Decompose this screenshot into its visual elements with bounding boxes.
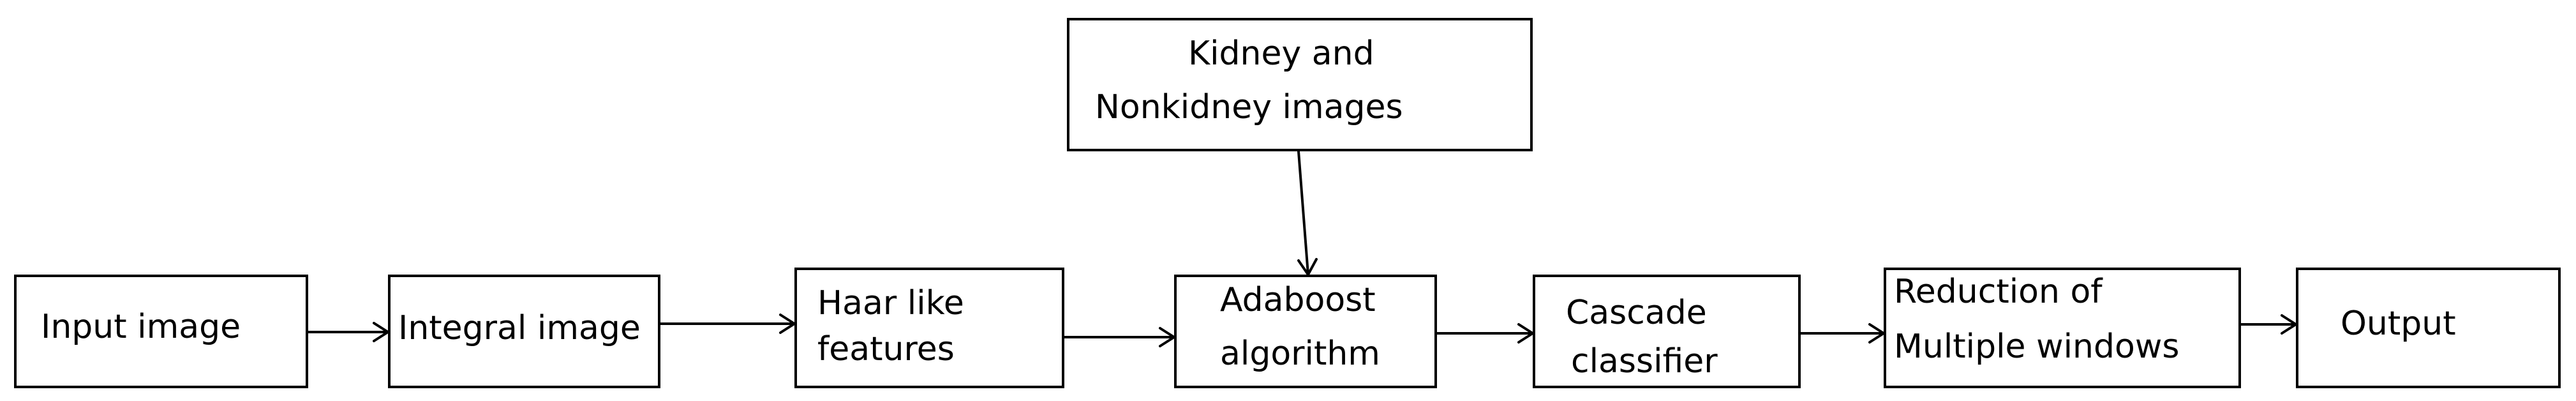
arrow-haar-to-adaboost xyxy=(1063,327,1177,347)
reduction-multiple-windows-box: Reduction of Multiple windows xyxy=(1884,268,2241,388)
output-label: Output xyxy=(2341,305,2456,343)
arrow-reduction-to-output xyxy=(2240,314,2298,335)
haar-box-label-line2: features xyxy=(817,330,955,368)
reduction-box-label-line2: Multiple windows xyxy=(1894,328,2180,366)
cascade-classifier-box: Cascade classifier xyxy=(1533,275,1801,388)
integral-image-label: Integral image xyxy=(398,309,641,347)
arrow-adaboost-to-cascade xyxy=(1436,323,1535,344)
kidney-box-label-line2: Nonkidney images xyxy=(1095,88,1403,126)
haar-box-label-line1: Haar like xyxy=(817,284,964,322)
cascade-box-label-line2: classifier xyxy=(1571,342,1718,381)
output-box: Output xyxy=(2296,268,2561,388)
kidney-nonkidney-images-box: Kidney and Nonkidney images xyxy=(1067,18,1533,151)
input-image-box: Input image xyxy=(14,275,308,388)
arrow-integral-to-haar xyxy=(659,314,797,334)
arrow-kidney-to-adaboost xyxy=(1297,150,1318,277)
haar-like-features-box: Haar like features xyxy=(794,268,1064,388)
integral-image-box: Integral image xyxy=(388,275,660,388)
input-image-label: Input image xyxy=(41,308,241,346)
arrow-cascade-to-reduction xyxy=(1799,323,1886,344)
cascade-box-label-line1: Cascade xyxy=(1566,294,1707,332)
adaboost-algorithm-box: Adaboost algorithm xyxy=(1174,275,1437,388)
arrow-input-to-integral xyxy=(307,322,391,342)
kidney-box-label-line1: Kidney and xyxy=(1188,34,1374,73)
reduction-box-label-line1: Reduction of xyxy=(1894,273,2103,311)
adaboost-box-label-line1: Adaboost xyxy=(1220,281,1376,319)
adaboost-box-label-line2: algorithm xyxy=(1220,335,1380,373)
